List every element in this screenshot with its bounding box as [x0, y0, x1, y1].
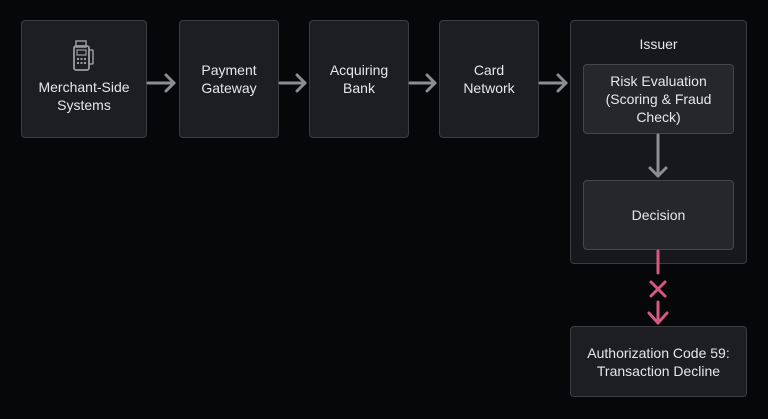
node-label: Card [473, 62, 505, 78]
node-label: Risk Evaluation [610, 73, 707, 89]
node-label: Merchant-Side [38, 79, 130, 95]
node-label: Acquiring [329, 62, 389, 78]
issuer-title: Issuer [639, 36, 678, 52]
declined-arrow [647, 249, 669, 325]
decision-node: Decision [583, 180, 734, 250]
node-label: (Scoring & Fraud [605, 91, 712, 107]
node-label: Network [463, 80, 515, 96]
arrow-risk-to-decision [648, 133, 668, 178]
payment-gateway-node: Payment Gateway [179, 20, 279, 138]
node-label: Systems [57, 97, 111, 113]
merchant-side-systems-node: Merchant-Side Systems [21, 20, 147, 138]
arrow-merchant-to-gateway [146, 73, 176, 93]
card-network-node: Card Network [439, 20, 539, 138]
node-label: Decision [631, 207, 686, 223]
authorization-code-node: Authorization Code 59: Transaction Decli… [570, 326, 747, 397]
node-label: Payment [201, 62, 257, 78]
node-label: Check) [636, 109, 681, 125]
pos-terminal-icon [73, 40, 94, 71]
node-label: Gateway [201, 80, 257, 96]
node-label: Bank [343, 80, 375, 96]
arrow-acquirer-to-network [408, 73, 437, 93]
acquiring-bank-node: Acquiring Bank [309, 20, 409, 138]
risk-evaluation-node: Risk Evaluation (Scoring & Fraud Check) [583, 64, 734, 134]
x-cross-icon [649, 280, 667, 298]
arrow-gateway-to-acquirer [278, 73, 307, 93]
arrow-network-to-issuer [538, 73, 568, 93]
node-label: Transaction Decline [596, 362, 721, 379]
node-label: Authorization Code 59: [587, 344, 730, 361]
